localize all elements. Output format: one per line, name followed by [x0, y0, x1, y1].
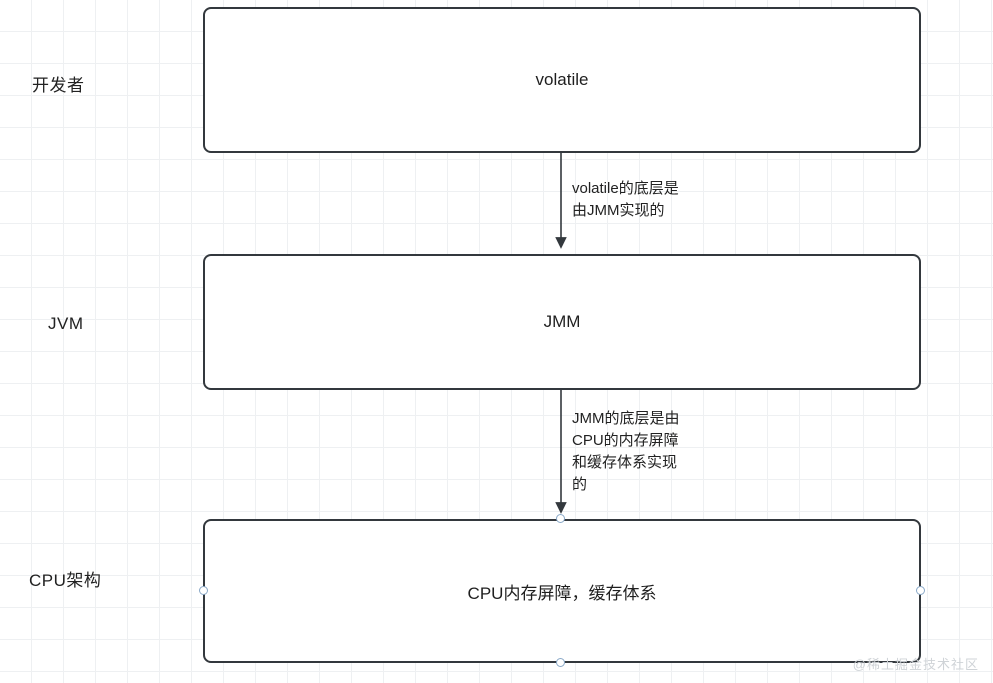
node-jmm-label: JMM — [543, 312, 581, 331]
lane-label-jvm: JVM — [48, 314, 84, 333]
node-cpu-handle-left[interactable] — [199, 586, 208, 595]
edge-label-volatile-jmm: volatile的底层是 由JMM实现的 — [572, 180, 679, 219]
node-cpu-label: CPU内存屏障，缓存体系 — [467, 583, 657, 603]
watermark: @稀土掘金技术社区 — [852, 657, 979, 672]
node-cpu-handle-bottom[interactable] — [556, 658, 565, 667]
node-jmm[interactable]: JMM — [203, 254, 921, 390]
node-volatile[interactable]: volatile — [203, 7, 921, 153]
lane-label-developer: 开发者 — [32, 76, 85, 95]
node-cpu-handle-right[interactable] — [916, 586, 925, 595]
node-cpu-handle-top[interactable] — [556, 514, 565, 523]
lane-label-cpu: CPU架构 — [29, 571, 102, 590]
edge-label-jmm-cpu: JMM的底层是由 CPU的内存屏障 和缓存体系实现 的 — [572, 410, 680, 493]
node-cpu[interactable]: CPU内存屏障，缓存体系 — [203, 519, 921, 663]
node-volatile-label: volatile — [535, 70, 589, 89]
